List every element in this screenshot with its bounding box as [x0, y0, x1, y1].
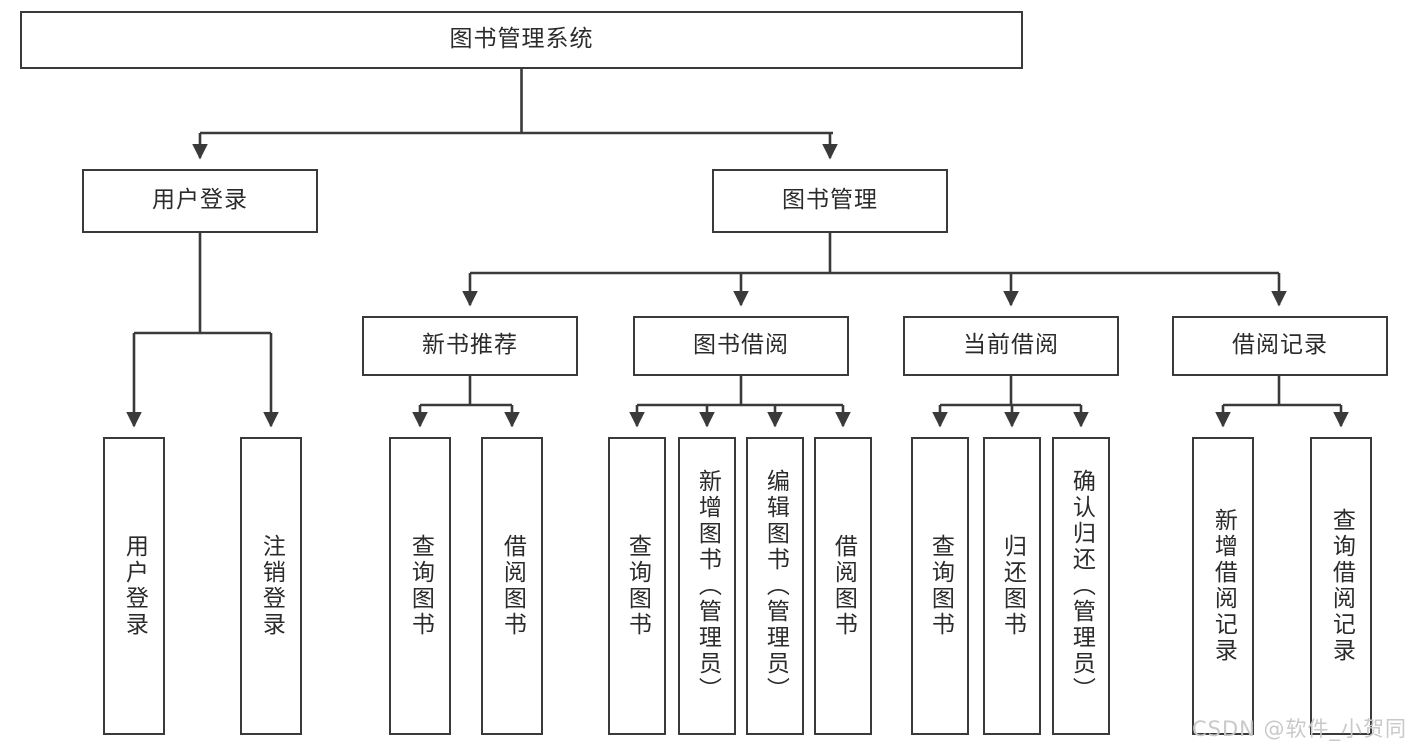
- leaf-add-book-admin[interactable]: 新增图书（管理员）: [678, 437, 736, 735]
- node-book-borrow[interactable]: 图书借阅: [633, 316, 849, 376]
- leaf-add-book-admin-label: 新增图书（管理员）: [694, 469, 721, 703]
- leaf-confirm-return-admin-label: 确认归还（管理员）: [1068, 469, 1095, 703]
- leaf-logout[interactable]: 注销登录: [240, 437, 302, 735]
- leaf-query-book-recommend-label: 查询图书: [407, 534, 434, 638]
- node-book-manage-label: 图书管理: [782, 187, 878, 214]
- node-user-login[interactable]: 用户登录: [82, 169, 318, 233]
- node-book-manage[interactable]: 图书管理: [712, 169, 948, 233]
- node-current-borrow[interactable]: 当前借阅: [903, 316, 1119, 376]
- node-book-borrow-label: 图书借阅: [693, 332, 789, 359]
- leaf-edit-book-admin[interactable]: 编辑图书（管理员）: [746, 437, 804, 735]
- leaf-query-borrow-record[interactable]: 查询借阅记录: [1310, 437, 1372, 735]
- leaf-query-book-current[interactable]: 查询图书: [911, 437, 969, 735]
- node-borrow-record[interactable]: 借阅记录: [1172, 316, 1388, 376]
- node-borrow-record-label: 借阅记录: [1232, 332, 1328, 359]
- leaf-user-login[interactable]: 用户登录: [103, 437, 165, 735]
- leaf-add-borrow-record[interactable]: 新增借阅记录: [1192, 437, 1254, 735]
- node-user-login-label: 用户登录: [152, 187, 248, 214]
- node-current-borrow-label: 当前借阅: [963, 332, 1059, 359]
- leaf-return-book-label: 归还图书: [999, 534, 1026, 638]
- leaf-borrow-book[interactable]: 借阅图书: [814, 437, 872, 735]
- leaf-edit-book-admin-label: 编辑图书（管理员）: [762, 469, 789, 703]
- node-new-book-recommend[interactable]: 新书推荐: [362, 316, 578, 376]
- leaf-query-book-label: 查询图书: [624, 534, 651, 638]
- leaf-confirm-return-admin[interactable]: 确认归还（管理员）: [1052, 437, 1110, 735]
- leaf-borrow-book-label: 借阅图书: [830, 534, 857, 638]
- node-root-system[interactable]: 图书管理系统: [20, 11, 1023, 69]
- leaf-add-borrow-record-label: 新增借阅记录: [1210, 508, 1237, 664]
- leaf-query-book-current-label: 查询图书: [927, 534, 954, 638]
- leaf-query-book-recommend[interactable]: 查询图书: [389, 437, 451, 735]
- leaf-return-book[interactable]: 归还图书: [983, 437, 1041, 735]
- leaf-query-book[interactable]: 查询图书: [608, 437, 666, 735]
- leaf-borrow-book-recommend-label: 借阅图书: [499, 534, 526, 638]
- node-root-label: 图书管理系统: [449, 26, 594, 53]
- leaf-user-login-label: 用户登录: [121, 534, 148, 638]
- leaf-logout-label: 注销登录: [258, 534, 285, 638]
- node-new-book-recommend-label: 新书推荐: [422, 332, 518, 359]
- leaf-query-borrow-record-label: 查询借阅记录: [1328, 508, 1355, 664]
- leaf-borrow-book-recommend[interactable]: 借阅图书: [481, 437, 543, 735]
